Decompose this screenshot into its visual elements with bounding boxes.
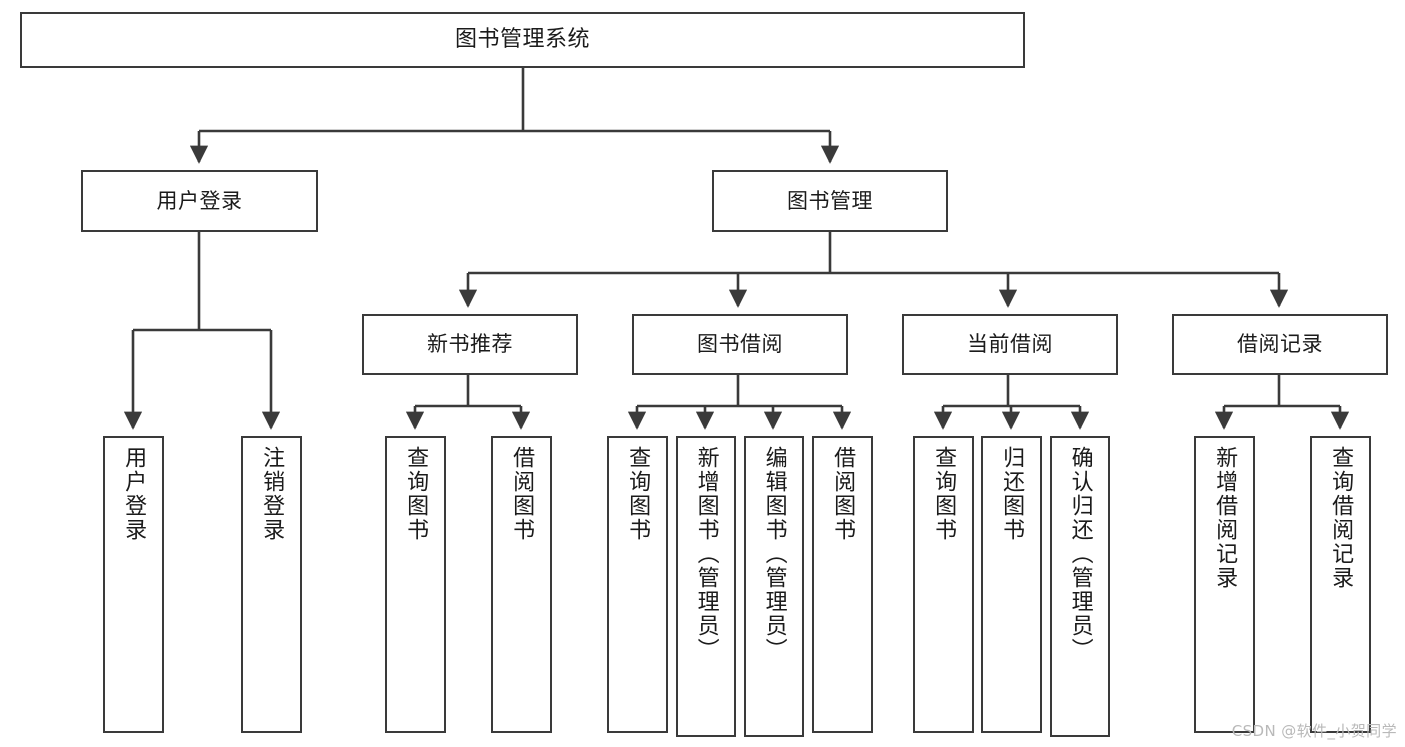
- leaf-user-login[interactable]: 用户登录: [103, 436, 164, 733]
- node-label: 用户登录: [156, 188, 243, 213]
- leaf-add-borrow-record[interactable]: 新增借阅记录: [1194, 436, 1255, 733]
- node-root-book-management-system[interactable]: 图书管理系统: [20, 12, 1025, 68]
- leaf-query-book-3[interactable]: 查询图书: [913, 436, 974, 733]
- leaf-edit-book-admin[interactable]: 编辑图书（管理员）: [744, 436, 804, 737]
- node-label: 当前借阅: [967, 332, 1053, 357]
- node-label: 借阅图书: [830, 446, 856, 542]
- leaf-add-book-admin[interactable]: 新增图书（管理员）: [676, 436, 736, 737]
- node-current-borrow[interactable]: 当前借阅: [902, 314, 1118, 375]
- node-label: 借阅记录: [1237, 332, 1323, 357]
- node-label: 归还图书: [999, 446, 1025, 542]
- node-label: 查询图书: [403, 446, 429, 542]
- node-label: 编辑图书（管理员）: [761, 446, 787, 662]
- node-borrow-record[interactable]: 借阅记录: [1172, 314, 1388, 375]
- node-new-book-recommend[interactable]: 新书推荐: [362, 314, 578, 375]
- leaf-return-book[interactable]: 归还图书: [981, 436, 1042, 733]
- leaf-borrow-book-2[interactable]: 借阅图书: [812, 436, 873, 733]
- node-label: 查询图书: [625, 446, 651, 542]
- leaf-logout-login[interactable]: 注销登录: [241, 436, 302, 733]
- node-label: 用户登录: [121, 446, 147, 542]
- leaf-confirm-return-admin[interactable]: 确认归还（管理员）: [1050, 436, 1110, 737]
- node-label: 新书推荐: [427, 332, 513, 357]
- node-label: 注销登录: [259, 446, 285, 542]
- leaf-query-book-2[interactable]: 查询图书: [607, 436, 668, 733]
- node-book-management[interactable]: 图书管理: [712, 170, 948, 232]
- node-label: 新增图书（管理员）: [693, 446, 719, 662]
- node-label: 图书借阅: [697, 332, 783, 357]
- node-label: 图书管理: [787, 188, 873, 213]
- node-label: 确认归还（管理员）: [1067, 446, 1093, 662]
- node-label: 查询借阅记录: [1328, 446, 1354, 590]
- leaf-query-book-1[interactable]: 查询图书: [385, 436, 446, 733]
- node-label: 图书管理系统: [454, 27, 590, 53]
- node-label: 借阅图书: [509, 446, 535, 542]
- leaf-query-borrow-record[interactable]: 查询借阅记录: [1310, 436, 1371, 733]
- node-book-borrow[interactable]: 图书借阅: [632, 314, 848, 375]
- node-label: 新增借阅记录: [1212, 446, 1238, 590]
- node-label: 查询图书: [931, 446, 957, 542]
- leaf-borrow-book-1[interactable]: 借阅图书: [491, 436, 552, 733]
- node-user-login[interactable]: 用户登录: [81, 170, 318, 232]
